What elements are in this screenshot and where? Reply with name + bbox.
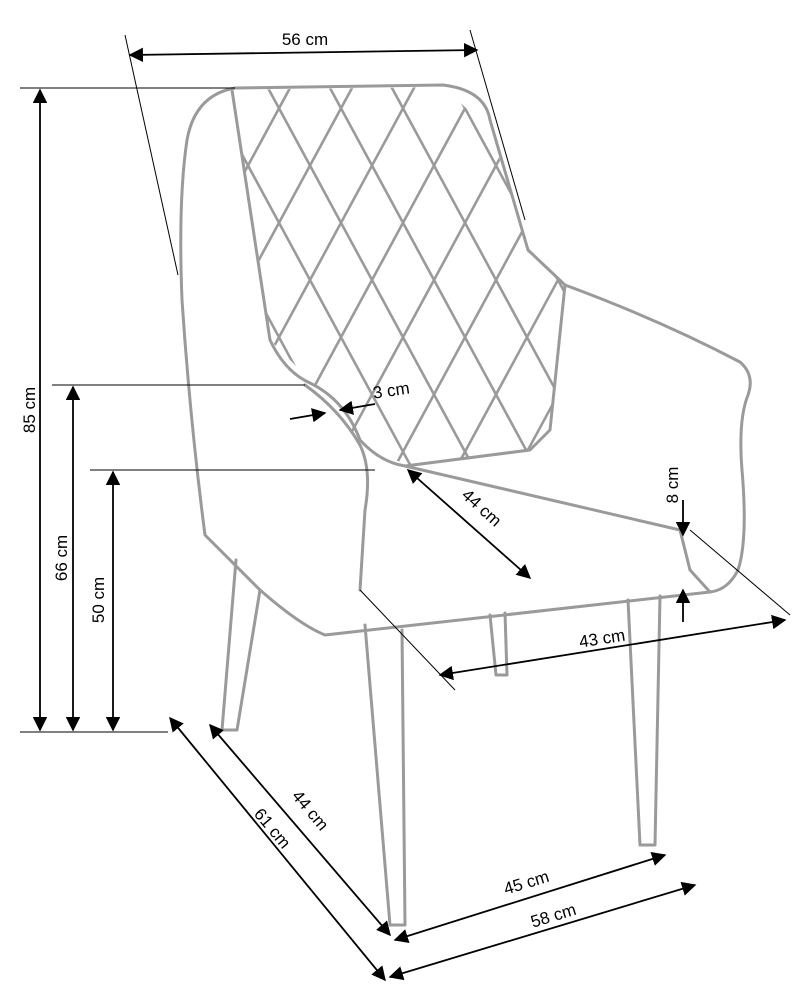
label-seat-depth: 44 cm <box>458 485 505 530</box>
quilt-line <box>232 87 256 465</box>
quilt-line <box>0 40 192 520</box>
dim-line-seat-width <box>438 614 787 681</box>
quilt-line <box>232 87 318 465</box>
quilt-line <box>364 87 565 465</box>
quilt-line <box>426 87 565 465</box>
dim-line-leg-width <box>393 852 667 943</box>
quilt-line <box>232 87 256 465</box>
quilt-line <box>0 40 192 520</box>
chair-right-arm <box>563 283 752 594</box>
quilt-line <box>0 40 130 520</box>
label-armrest-height: 66 cm <box>52 535 71 581</box>
label-armrest-depth: 8 cm <box>663 467 682 504</box>
dim-line-armrest-thickness-right <box>338 400 376 415</box>
chair-back-panel <box>230 88 567 468</box>
label-seat-width: 43 cm <box>578 626 627 652</box>
chair-left-side <box>179 86 712 637</box>
dim-line-total-width <box>388 881 697 981</box>
dim-line-total-depth <box>169 716 386 982</box>
dimension-labels: 56 cm 85 cm 66 cm 50 cm 3 cm 44 cm 8 cm … <box>20 30 682 932</box>
quilt-line <box>676 40 800 520</box>
chair-left-arm-front <box>303 383 370 592</box>
quilt-line <box>0 40 68 520</box>
label-total-depth: 61 cm <box>250 805 294 853</box>
quilt-line <box>738 40 800 520</box>
dim-line-leg-depth <box>209 723 391 937</box>
leg-front-right <box>626 594 662 847</box>
quilt-line <box>0 40 130 520</box>
quilt-line <box>0 40 68 520</box>
quilt-line <box>232 87 380 465</box>
quilted-pattern <box>0 40 800 520</box>
label-width-top: 56 cm <box>282 30 328 49</box>
label-leg-depth: 44 cm <box>288 787 332 835</box>
quilt-line <box>738 40 800 520</box>
quilt-line <box>614 40 800 520</box>
dim-line-width-top <box>128 42 479 63</box>
quilt-line <box>488 87 565 465</box>
quilt-line <box>550 87 565 465</box>
quilt-line <box>232 87 442 465</box>
dim-line-armrest-thickness-left <box>289 408 327 423</box>
chair-back-outer <box>233 83 530 252</box>
quilt-line <box>550 87 565 465</box>
label-seat-height: 50 cm <box>89 577 108 623</box>
dimension-lines <box>20 29 791 982</box>
label-total-height: 85 cm <box>20 387 39 433</box>
quilt-line <box>676 40 800 520</box>
leg-front-left <box>363 623 407 927</box>
quilt-line <box>0 40 6 520</box>
dim-line-seat-depth <box>406 469 532 579</box>
chair-seat-line <box>403 464 682 532</box>
quilt-line <box>614 40 800 520</box>
label-armrest-thickness: 3 cm <box>372 379 411 403</box>
quilt-line <box>0 40 6 520</box>
